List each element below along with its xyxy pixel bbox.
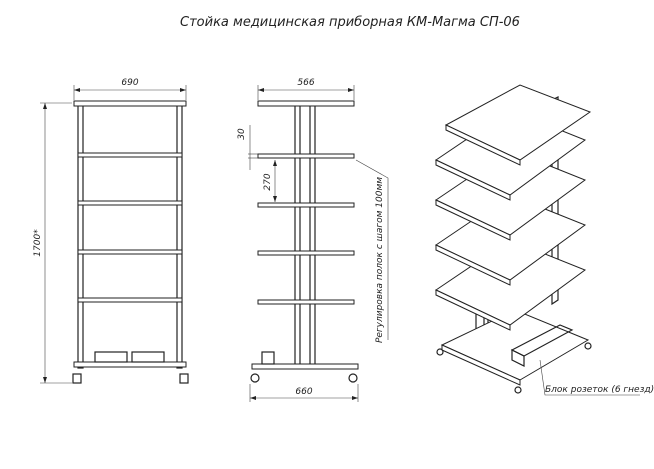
side-top-dimension: 566 <box>297 78 314 88</box>
side-pitch-dimension: 270 <box>263 173 273 190</box>
front-view: 690 1700* <box>33 78 189 384</box>
socket-block-note: Блок розеток (6 гнезд) <box>545 385 654 395</box>
front-width-dimension: 690 <box>121 78 138 88</box>
side-base-dimension: 660 <box>295 387 312 397</box>
front-height-dimension: 1700* <box>33 229 43 257</box>
isometric-view: Блок розеток (6 гнезд) <box>434 84 654 396</box>
side-view: 566 30 270 660 Регулировка полок с шагом… <box>237 78 389 402</box>
side-gap-dimension: 30 <box>237 128 247 140</box>
drawing-title: Стойка медицинская приборная КМ-Магма СП… <box>180 15 520 30</box>
shelf-adjust-note: Регулировка полок с шагом 100мм <box>375 177 385 343</box>
